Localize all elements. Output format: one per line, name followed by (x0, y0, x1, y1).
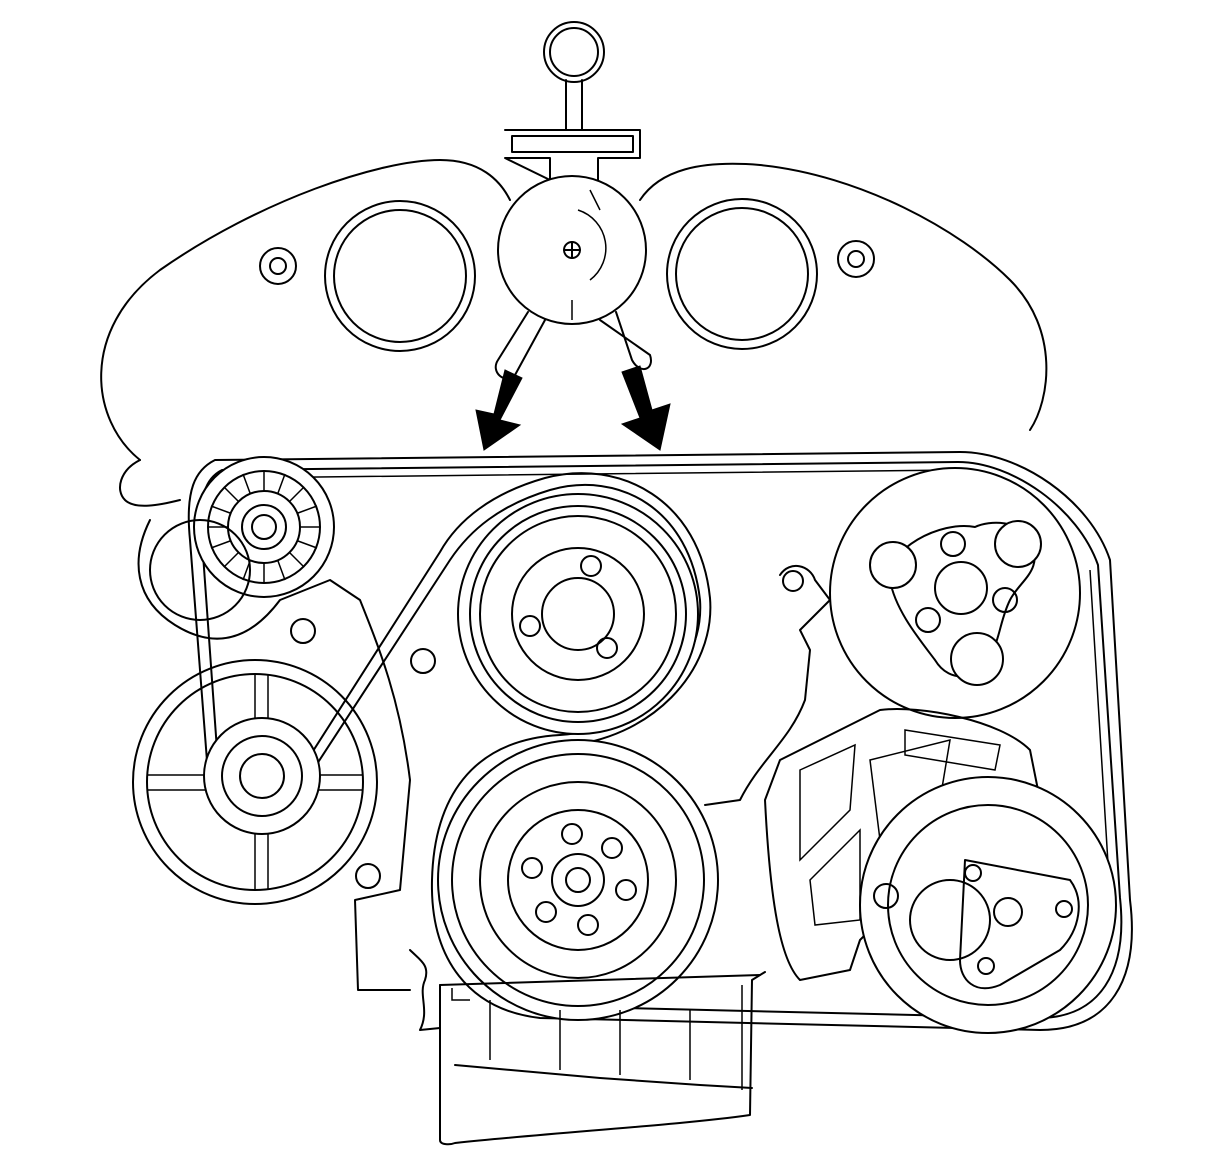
ps-mount-tab (704, 565, 831, 806)
tensioner-pulley (193, 456, 335, 598)
tensioner-bracket (137, 519, 411, 991)
power-steering-pump-pulley (829, 467, 1081, 719)
cover-bolt-left (259, 247, 297, 285)
mount-bolt (782, 570, 804, 592)
cover-bolt-right (837, 240, 875, 278)
arrow-left-icon (475, 369, 523, 451)
engine-front-cover (100, 159, 1048, 461)
oil-pan (409, 949, 766, 1146)
bracket-bolt (290, 618, 316, 644)
water-pump-pulley (457, 493, 699, 735)
idler-pulley (203, 717, 321, 835)
crankshaft-balancer (437, 739, 719, 1021)
ac-compressor-pulley (859, 776, 1117, 1034)
belt-tension-gauge-icon (494, 21, 652, 380)
engine-cover-lower-left (119, 459, 181, 507)
bracket-bolt-2 (410, 648, 436, 674)
generator-pulley (132, 659, 381, 905)
cam-port-left (324, 200, 476, 352)
tensioner-base (149, 519, 251, 621)
cam-port-right (666, 198, 818, 350)
arrow-right-icon (620, 365, 671, 451)
